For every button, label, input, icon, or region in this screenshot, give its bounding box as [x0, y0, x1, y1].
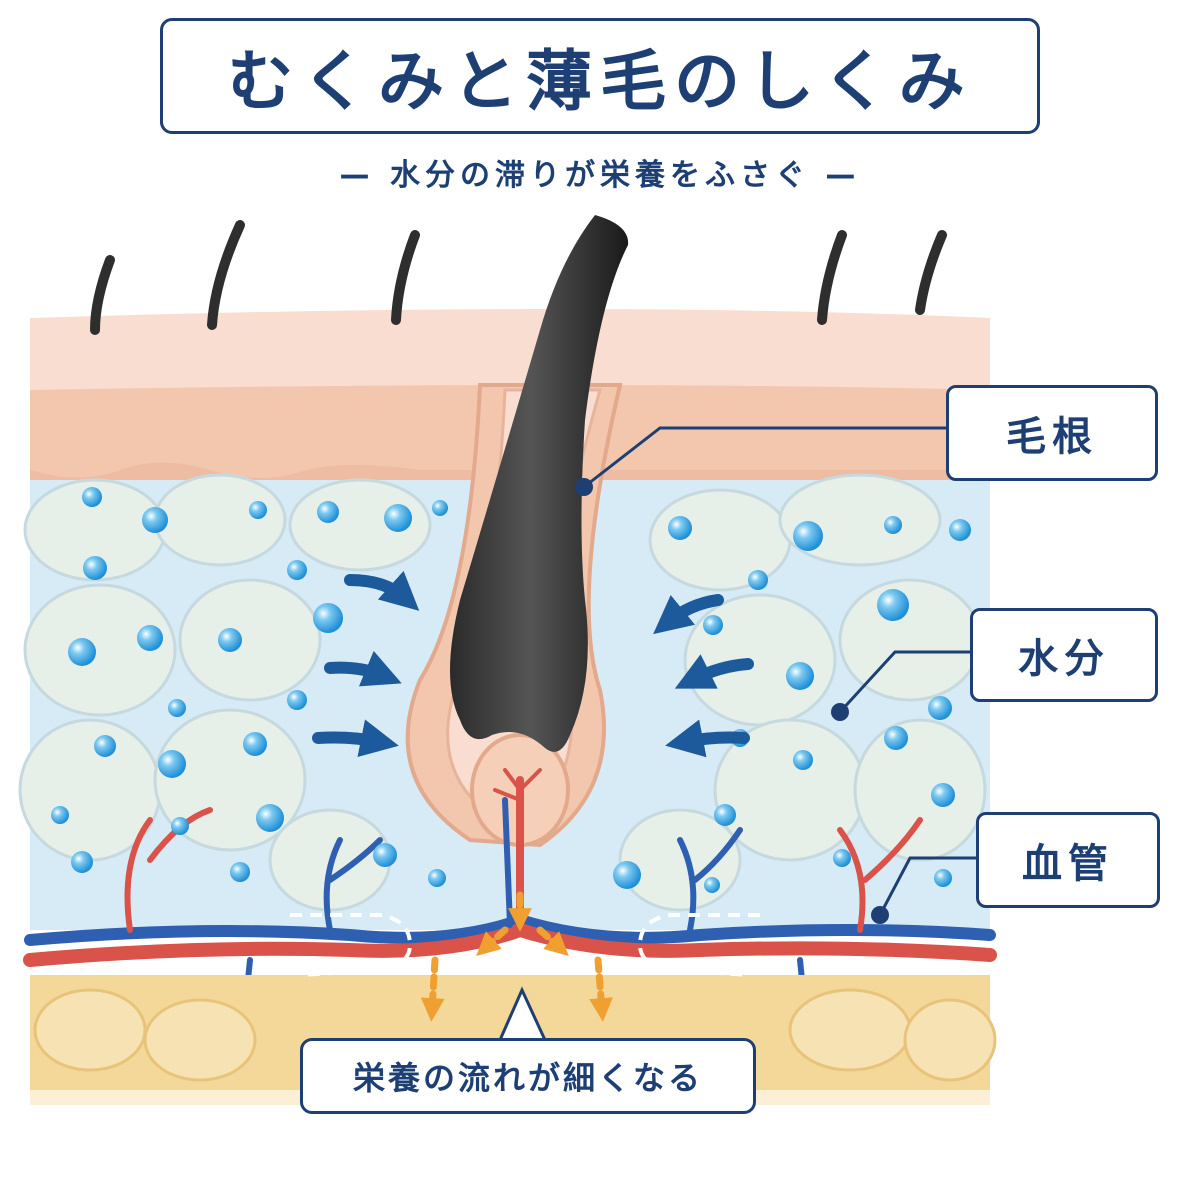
page-title: むくみと薄毛のしくみ [227, 43, 973, 120]
leader-dots [575, 478, 889, 924]
water-droplets [51, 487, 971, 893]
leader-lines [583, 426, 976, 916]
surface-hairs [90, 220, 947, 335]
hair-shaft-icon [450, 215, 629, 752]
label-nutrient-flow: 栄養の流れが細くなる [300, 1038, 756, 1114]
page-subtitle: — 水分の滞りが栄養をふさぐ — [339, 158, 861, 193]
nutrient-arrows [420, 891, 613, 1022]
label-blood-vessel: 血管 [976, 812, 1160, 908]
label-hair-root: 毛根 [946, 385, 1158, 481]
water-pressure-arrows [312, 570, 754, 758]
constriction-outlines [290, 913, 760, 977]
title-box: むくみと薄毛のしくみ [160, 18, 1040, 134]
label-water: 水分 [970, 608, 1158, 702]
